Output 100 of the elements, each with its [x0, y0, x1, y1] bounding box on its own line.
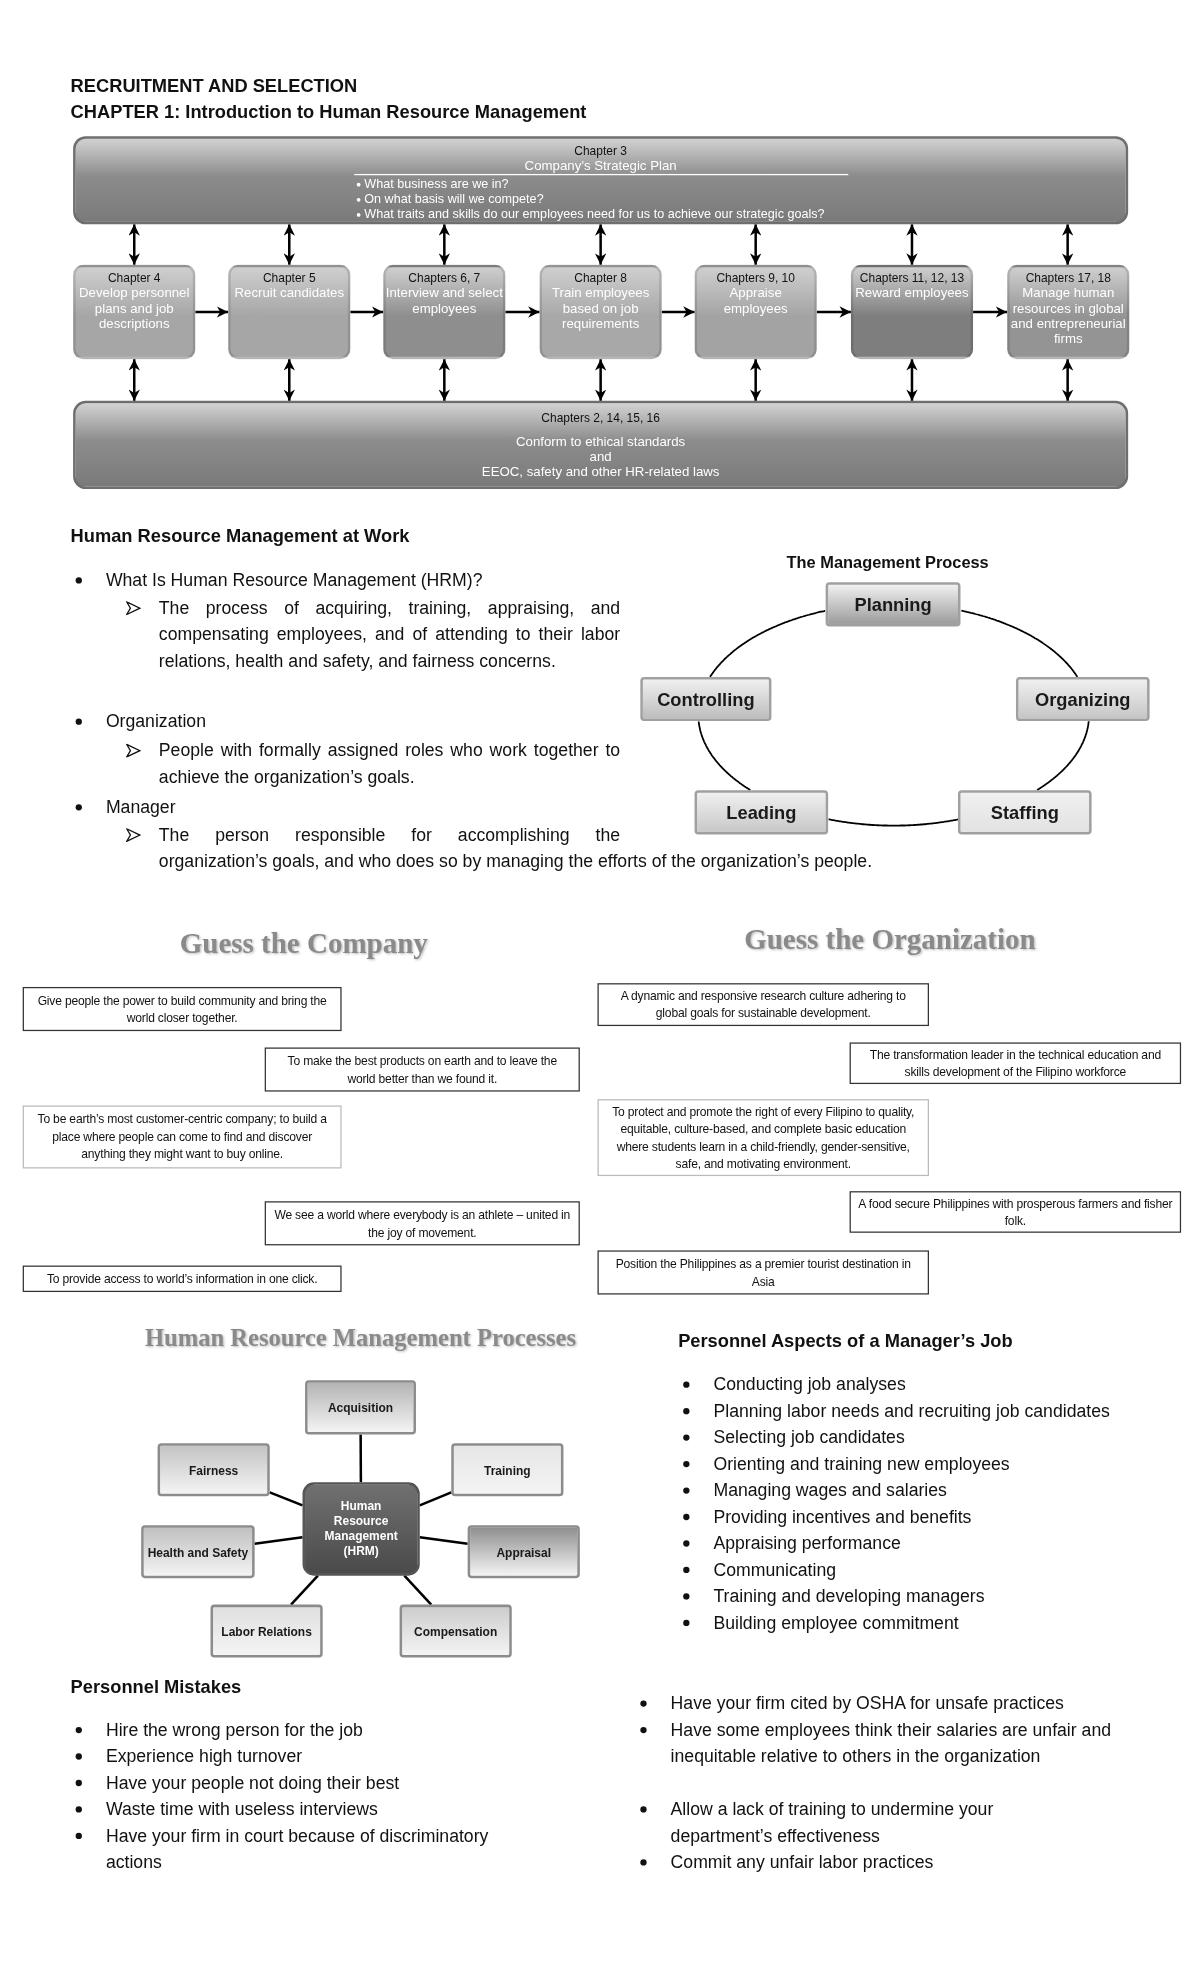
bullet-text: On what basis will we compete?: [364, 191, 544, 206]
statement-text: To protect and promote the right of every Filipino to quality, equitable, culture-based, and complete basic education where students learn in a child-friendly, gender-sensitive, safe, and motivating environment.: [611, 1102, 916, 1173]
bullet-text: Have your people not doing their best: [105, 1771, 401, 1795]
box-heading: Company’s Strategic Plan: [523, 157, 678, 173]
process-box: [141, 1525, 255, 1579]
bullet-text: Appraising performance: [713, 1531, 902, 1555]
statement-box: [22, 1105, 342, 1169]
section-heading: The Management Process: [786, 552, 989, 575]
double-arrow: [750, 359, 762, 401]
box-text: and: [588, 448, 613, 464]
statement-text: Position the Philippines as a premier tourist destination in Asia: [614, 1255, 912, 1290]
bullet-text: Providing incentives and benefits: [713, 1505, 973, 1529]
process-box: [467, 1525, 580, 1579]
bullet-text: Training and developing managers: [713, 1584, 986, 1608]
box-text: EEOC, safety and other HR-related laws: [480, 463, 721, 479]
connector-line: [403, 1574, 433, 1606]
box-text: Compensation: [414, 1624, 498, 1639]
process-box: [451, 1443, 564, 1497]
box-text: Appraise employees: [723, 284, 789, 316]
statement-text: To be earth’s most customer-centric company; to build a place where people can come to find and discover anything they might want to buy online.: [36, 1110, 328, 1163]
double-arrow: [594, 224, 607, 265]
definition-text: People with formally assigned roles who work together to achieve the organization’s goals.: [158, 738, 621, 789]
process-box: [825, 582, 961, 627]
double-arrow: [128, 359, 140, 401]
chapter-label: Chapter 3: [573, 143, 628, 158]
statement-text: A dynamic and responsive research culture adhering to global goals for sustainable development.: [619, 987, 907, 1022]
box-text: Interview and select employees: [385, 284, 503, 316]
chapter-box: [228, 264, 351, 360]
connector-line: [290, 1574, 319, 1606]
arrow: [973, 306, 1008, 318]
chapter-box: [850, 264, 974, 360]
bullet-text: Selecting job candidates: [713, 1425, 906, 1450]
bullet-text: Experience high turnover: [105, 1744, 304, 1768]
chapter-box: [73, 264, 196, 360]
connector-line: [254, 1535, 303, 1545]
strategic-plan-banner: [73, 136, 1129, 225]
box-text: Conform to ethical standards: [515, 433, 687, 449]
box-text: Fairness: [189, 1462, 239, 1477]
box-text: Staffing: [990, 802, 1059, 823]
statement-box: [849, 1042, 1182, 1085]
bullet-text: Have your firm cited by OSHA for unsafe practices: [670, 1691, 1065, 1716]
box-text: Planning: [854, 594, 932, 615]
double-arrow: [283, 224, 295, 265]
connector-line: [1036, 720, 1090, 791]
box-text: Reward employees: [855, 284, 969, 300]
box-text: Training: [484, 1462, 531, 1477]
process-box: [399, 1604, 512, 1658]
chapter-label: Chapters 6, 7: [408, 271, 481, 285]
double-arrow: [128, 224, 140, 265]
bullet-text: What traits and skills do our employees need for us to achieve our strategic goals?: [364, 206, 825, 221]
bullet-text: Managing wages and salaries: [713, 1478, 948, 1502]
statement-text: Give people the power to build community and bring the world closer together.: [36, 991, 328, 1027]
bullet-text: What business are we in?: [364, 176, 509, 191]
box-text: Develop personnel plans and job descriptions: [78, 284, 191, 331]
bullet-text: Conducting job analyses: [713, 1372, 907, 1397]
box-text: Human Resource Management (HRM): [323, 1498, 399, 1560]
statement-box: [597, 983, 929, 1027]
arrow: [816, 306, 851, 318]
section-heading: Guess the Company: [178, 926, 429, 962]
chapter-box: [694, 264, 817, 360]
process-box: [694, 790, 829, 835]
chapter-label: Chapters 11, 12, 13: [859, 271, 965, 285]
bullet-text: Waste time with useless interviews: [105, 1797, 379, 1821]
statement-box: [22, 1265, 342, 1292]
box-text: Appraisal: [496, 1544, 551, 1559]
chapter-box: [1007, 264, 1130, 360]
bullet-text: Orienting and training new employees: [713, 1452, 1011, 1476]
section-heading: Human Resource Management at Work: [70, 524, 411, 548]
box-text: Leading: [726, 802, 797, 823]
arrow: [350, 306, 384, 318]
definition-text: The process of acquiring, training, appraising, and compensating employees, and of attending to their labor relations, health and safety, and fairness concerns.: [158, 596, 621, 673]
bullet-text: Allow a lack of training to undermine your department’s effectiveness: [670, 1797, 995, 1848]
connector-line: [269, 1491, 303, 1507]
chapter-label: Chapter 5: [262, 271, 316, 285]
statement-text: We see a world where everybody is an athlete – united in the joy of movement.: [273, 1205, 572, 1241]
statement-text: To provide access to world’s information in one click.: [46, 1270, 318, 1288]
process-box: [305, 1380, 416, 1435]
page-title: RECRUITMENT AND SELECTION: [70, 74, 358, 98]
statement-box: [22, 986, 342, 1032]
box-text: Labor Relations: [221, 1624, 312, 1639]
statement-box: [597, 1250, 929, 1295]
chapter-box: [383, 264, 506, 360]
chapter-label: Chapters 17, 18: [1025, 271, 1111, 285]
double-arrow: [438, 224, 450, 265]
double-arrow: [283, 359, 295, 401]
box-text: Controlling: [657, 688, 755, 710]
central-box: [302, 1482, 420, 1576]
double-arrow: [1061, 359, 1074, 401]
chapter-label: Chapters 9, 10: [716, 271, 795, 285]
section-heading: Personnel Mistakes: [70, 1675, 243, 1699]
statement-text: To make the best products on earth and to leave the world better than we found it.: [286, 1052, 558, 1087]
arrow: [661, 306, 695, 318]
bullet-text: Manager: [105, 795, 177, 819]
box-text: Manage human resources in global and entrepreneurial firms: [1009, 284, 1127, 346]
bullet-text: What Is Human Resource Management (HRM)?: [105, 568, 484, 592]
section-heading: CHAPTER 1: Introduction to Human Resource Management: [70, 101, 588, 125]
connector-line: [827, 818, 959, 827]
box-text: Health and Safety: [147, 1544, 249, 1559]
double-arrow: [594, 359, 607, 401]
bullet-text: Have some employees think their salaries are unfair and inequitable relative to others in the organization: [670, 1718, 1112, 1768]
